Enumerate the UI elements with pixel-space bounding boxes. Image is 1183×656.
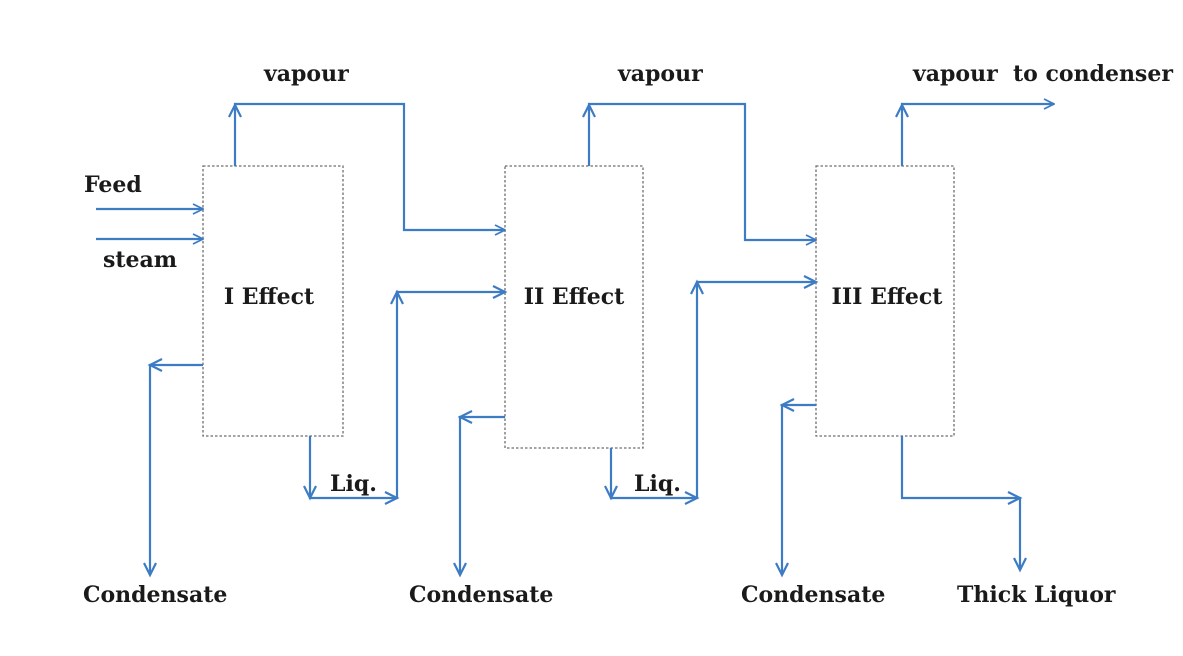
- condensate-line-3: [780, 403, 816, 575]
- condensate-left-arrow-3: [779, 398, 795, 412]
- vapour-up-arrow-1: [228, 102, 242, 118]
- condensate-left-arrow-2: [457, 410, 473, 424]
- steam-label: steam: [103, 247, 177, 273]
- liquid-down-arrow-1: [303, 485, 317, 501]
- condensate-label-2: Condensate: [409, 582, 553, 608]
- thick-liquor-label: Thick Liquor: [957, 582, 1116, 608]
- condensate-line-1: [148, 363, 203, 575]
- effect-3-label: III Effect: [832, 284, 944, 310]
- liquid-right-arrow-1: [384, 491, 400, 505]
- vapour-label-3: vapour to condenser: [912, 61, 1173, 87]
- condensate-down-arrow-2: [453, 562, 467, 578]
- condensate-down-arrow-1: [143, 562, 157, 578]
- effect-1-box: [202, 165, 344, 437]
- feed-label: Feed: [84, 172, 142, 198]
- vapour-up-arrow-3: [895, 102, 909, 118]
- condensate-label-1: Condensate: [83, 582, 227, 608]
- condensate-line-2: [458, 415, 505, 575]
- liquid-up-arrow-2: [690, 279, 704, 295]
- liquid-down-arrow-2: [604, 485, 618, 501]
- thick-liquor-down-arrow: [1013, 557, 1027, 573]
- liquid-in-arrow-2: [803, 275, 819, 289]
- vapour-label-1: vapour: [263, 61, 349, 87]
- vapour-line-2: [587, 102, 816, 240]
- effect-1-label: I Effect: [224, 284, 315, 310]
- effect-2-box: [504, 165, 644, 449]
- liquid-right-arrow-2: [684, 491, 700, 505]
- vapour-line-3: [900, 104, 1054, 166]
- thick-liquor-right-arrow: [1007, 491, 1023, 505]
- condensate-left-arrow-1: [147, 358, 163, 372]
- condensate-label-3: Condensate: [741, 582, 885, 608]
- liquid-label-2: Liq.: [634, 471, 681, 497]
- vapour-up-arrow-2: [582, 102, 596, 118]
- effect-3-box: [815, 165, 955, 437]
- thick-liquor-line: [900, 436, 1022, 570]
- effect-2-label: II Effect: [524, 284, 625, 310]
- vapour-line-1: [233, 102, 505, 230]
- vapour-label-2: vapour: [617, 61, 703, 87]
- liquid-in-arrow-1: [492, 285, 508, 299]
- liquid-label-1: Liq.: [330, 471, 377, 497]
- condensate-down-arrow-3: [775, 562, 789, 578]
- liquid-up-arrow-1: [390, 289, 404, 305]
